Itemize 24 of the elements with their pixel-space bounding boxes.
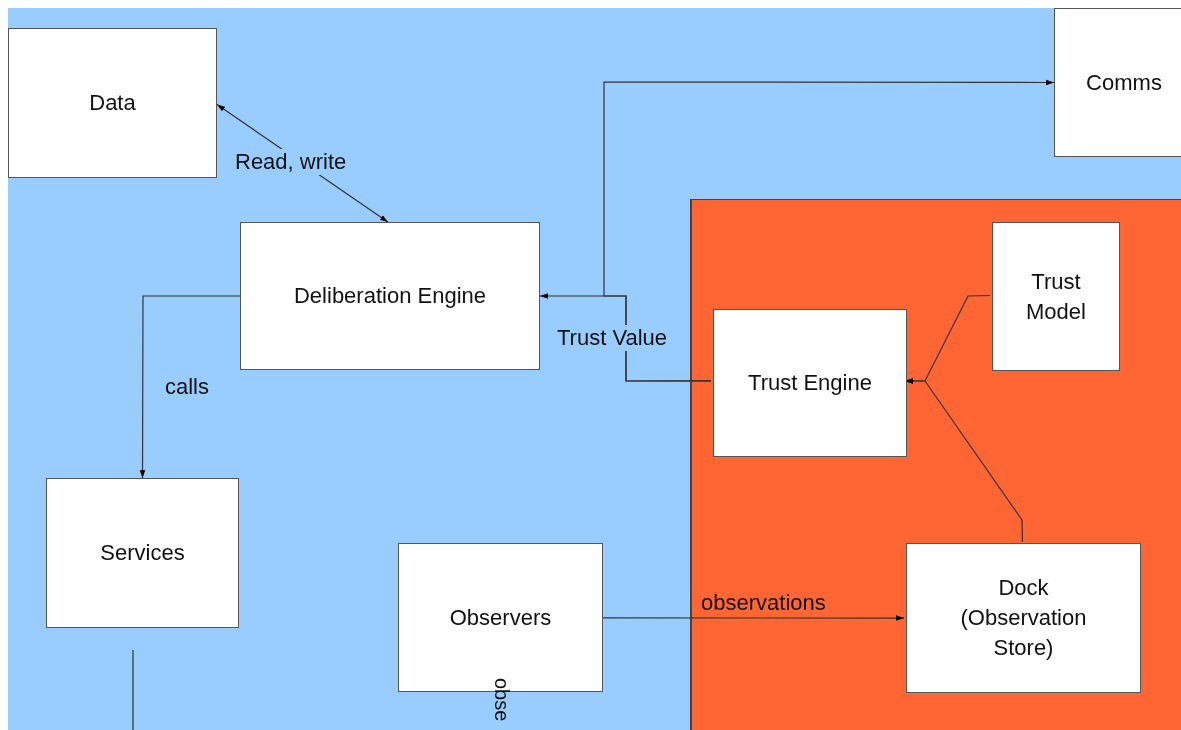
edge-label: Trust Value (556, 325, 669, 351)
process-box (992, 222, 1120, 371)
box-label: Comms (1086, 68, 1162, 97)
box-label: Observers (449, 603, 552, 632)
process-box (713, 309, 907, 457)
process-box (906, 543, 1141, 693)
arrow (603, 79, 1055, 382)
arrow (904, 378, 1024, 543)
process-box (46, 478, 239, 628)
edge-label: Read, write (234, 149, 348, 175)
process-box (8, 28, 217, 178)
arrow (602, 615, 905, 621)
process-box (240, 222, 540, 370)
region-box (690, 199, 1181, 730)
arrow (139, 295, 241, 479)
box-label: Deliberation Engine (294, 282, 486, 310)
process-box (1054, 8, 1181, 157)
box-label: Data (89, 89, 136, 117)
box-label: Trust Engine (748, 369, 872, 397)
rotated-label: obse (490, 678, 514, 722)
box-label: Dock (Observation Store) (959, 574, 1088, 662)
box-label: Services (100, 539, 185, 567)
edge-label: calls (164, 374, 210, 400)
box-label: Trust Model (1025, 267, 1087, 326)
